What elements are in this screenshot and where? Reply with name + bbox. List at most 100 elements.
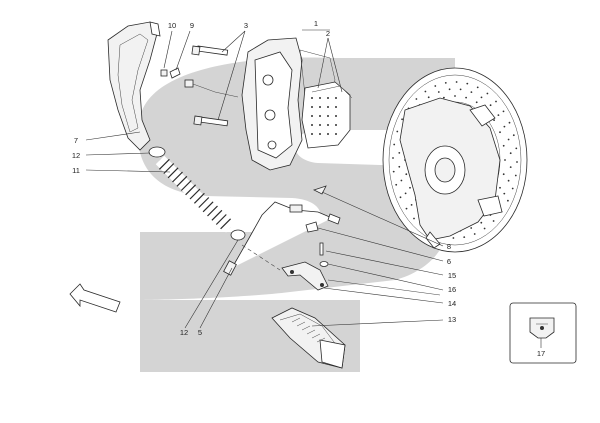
disc-hole xyxy=(497,114,500,116)
hose-rib xyxy=(198,197,210,208)
disc-hole xyxy=(495,100,497,103)
plate-slot xyxy=(306,329,316,335)
disc-hole xyxy=(415,98,418,100)
disc-hole xyxy=(502,144,505,147)
disc-hole xyxy=(511,187,514,190)
disc-hole xyxy=(507,199,509,202)
callout-labels: 1 2 3 5 6 7 8 9 10 11 12 12 13 14 15 16 … xyxy=(72,19,545,358)
callout-1: 1 xyxy=(314,19,318,28)
brake-air-duct xyxy=(107,21,161,151)
disc-hole xyxy=(476,86,479,89)
disc-hole xyxy=(509,152,512,155)
disc-hole xyxy=(486,92,489,95)
disc-hole xyxy=(401,118,403,121)
pad-dot xyxy=(327,133,329,135)
disc-hole xyxy=(470,91,473,93)
disc-hole xyxy=(470,227,473,229)
callout-17: 17 xyxy=(537,349,545,358)
hose-rib xyxy=(220,218,232,230)
disc-hole xyxy=(437,91,440,93)
hose-rib xyxy=(180,180,192,191)
disc-hole xyxy=(392,157,394,159)
disc-hole xyxy=(503,192,506,195)
brake-line xyxy=(223,201,341,276)
pad-dot xyxy=(335,115,337,117)
hose-rib xyxy=(185,184,197,196)
disc-hole xyxy=(507,138,510,141)
plate-slot xyxy=(311,333,321,339)
disc-hole xyxy=(413,217,415,220)
disc-hole xyxy=(393,143,396,146)
disc-hole xyxy=(465,96,467,99)
plate-slot xyxy=(296,321,306,327)
disc-hole xyxy=(424,90,427,93)
cooling-hose xyxy=(155,155,234,233)
callout-7: 7 xyxy=(74,136,78,145)
callout-16: 16 xyxy=(448,285,456,294)
callout-12-top: 12 xyxy=(72,151,80,160)
disc-hole xyxy=(405,173,408,176)
disc-hole xyxy=(493,119,495,121)
callout-9: 9 xyxy=(190,21,194,30)
disc-hole xyxy=(504,159,506,161)
support-bracket xyxy=(281,261,329,291)
pad-dot xyxy=(327,97,329,99)
pad-dot xyxy=(327,124,329,126)
disc-hole xyxy=(452,237,455,239)
disc-hole xyxy=(483,227,486,230)
disc-hole xyxy=(499,186,501,189)
front-direction-arrow-icon xyxy=(69,283,121,313)
disc-hole xyxy=(434,85,437,87)
disc-hole xyxy=(398,152,401,154)
clip-part-icon xyxy=(529,317,555,339)
disc-hole xyxy=(499,131,501,134)
disc-hole xyxy=(409,186,411,189)
leader-lines xyxy=(85,29,542,348)
bleed-screw-parts xyxy=(160,67,181,79)
disc-hole xyxy=(480,221,483,224)
pad-dot xyxy=(319,124,321,126)
hose-rib xyxy=(211,209,223,221)
disc-hole xyxy=(466,82,469,85)
disc-hole xyxy=(514,174,517,177)
pad-dot xyxy=(311,115,313,117)
screw-and-washer xyxy=(319,242,329,267)
pad-dot xyxy=(335,97,337,99)
hose-rib xyxy=(167,167,179,179)
callout-12-bottom: 12 xyxy=(180,328,188,337)
pad-dot xyxy=(311,106,313,108)
sensor-cap xyxy=(312,185,327,195)
brake-pads xyxy=(301,81,353,149)
disc-hole xyxy=(410,204,413,206)
hose-rib xyxy=(189,188,201,200)
callout-13: 13 xyxy=(448,315,456,324)
pad-dot xyxy=(335,124,337,126)
disc-hole xyxy=(443,96,445,99)
pad-dot xyxy=(319,97,321,99)
disc-hole xyxy=(502,110,505,113)
pad-dot xyxy=(311,97,313,99)
hose-rib xyxy=(158,158,170,170)
brake-caliper xyxy=(241,37,336,171)
disc-hole xyxy=(502,173,505,176)
disc-hole xyxy=(463,236,466,239)
pad-dot xyxy=(311,133,313,135)
callout-10: 10 xyxy=(168,21,176,30)
pad-dot xyxy=(311,124,313,126)
inset-box xyxy=(509,302,577,364)
callout-14: 14 xyxy=(448,299,456,308)
hose-rib xyxy=(202,201,214,213)
disc-hole xyxy=(489,104,492,107)
disc-hole xyxy=(444,82,447,84)
disc-hole xyxy=(399,196,402,199)
disc-hole xyxy=(396,130,399,133)
disc-hole xyxy=(508,121,511,124)
disc-hole xyxy=(516,161,518,163)
disc-hole xyxy=(480,96,483,99)
hose-rib xyxy=(215,214,227,225)
disc-hole xyxy=(475,101,478,104)
disc-hole xyxy=(454,95,456,97)
disc-hole xyxy=(515,147,518,150)
disc-hole xyxy=(395,183,398,186)
hose-rib xyxy=(176,175,188,187)
